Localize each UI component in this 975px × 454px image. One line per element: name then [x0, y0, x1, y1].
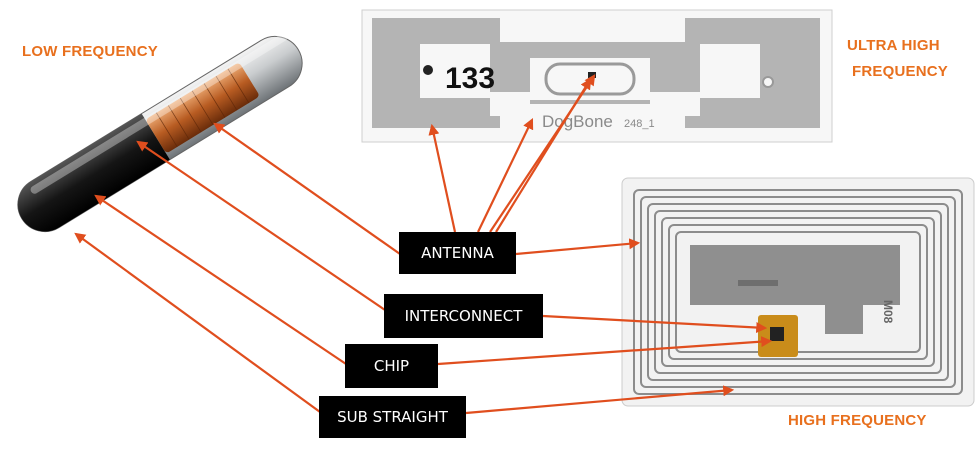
- interconnect-label: INTERCONNECT: [384, 294, 543, 338]
- arrow-chip-hf: [437, 336, 773, 366]
- high-frequency-label: HIGH FREQUENCY: [788, 412, 927, 429]
- arrow-interconnect-uhf: [477, 118, 534, 233]
- hf-spiral-tag: [621, 177, 975, 407]
- uhf-dogbone-tag: [361, 9, 833, 143]
- chip-label: CHIP: [345, 344, 438, 388]
- low-frequency-label: LOW FREQUENCY: [22, 43, 158, 60]
- arrow-antenna-uhf: [428, 123, 457, 233]
- arrow-substraight-lf: [74, 232, 321, 413]
- uhf-tag-code: 248_1: [624, 118, 655, 130]
- arrow-antenna-hf: [515, 238, 641, 256]
- uhf-label-line2: FREQUENCY: [852, 63, 948, 80]
- hf-tag-code: M08: [881, 300, 895, 324]
- arrow-interconnect-hf: [542, 314, 768, 334]
- arrow-interconnect-lf: [136, 140, 386, 311]
- low-frequency-glass-tag: [17, 33, 303, 233]
- arrow-antenna-lf: [213, 122, 401, 255]
- antenna-label: ANTENNA: [399, 232, 516, 274]
- arrow-substraight-uhf: [495, 78, 592, 233]
- uhf-tag-number: 133: [445, 62, 495, 95]
- sub-straight-label: SUB STRAIGHT: [319, 396, 466, 438]
- arrow-substraight-hf: [465, 385, 735, 415]
- arrows: [74, 74, 773, 415]
- uhf-label-line1: ULTRA HIGH: [847, 37, 940, 54]
- uhf-tag-brand: DogBone: [542, 112, 613, 131]
- arrow-chip-lf: [94, 194, 347, 365]
